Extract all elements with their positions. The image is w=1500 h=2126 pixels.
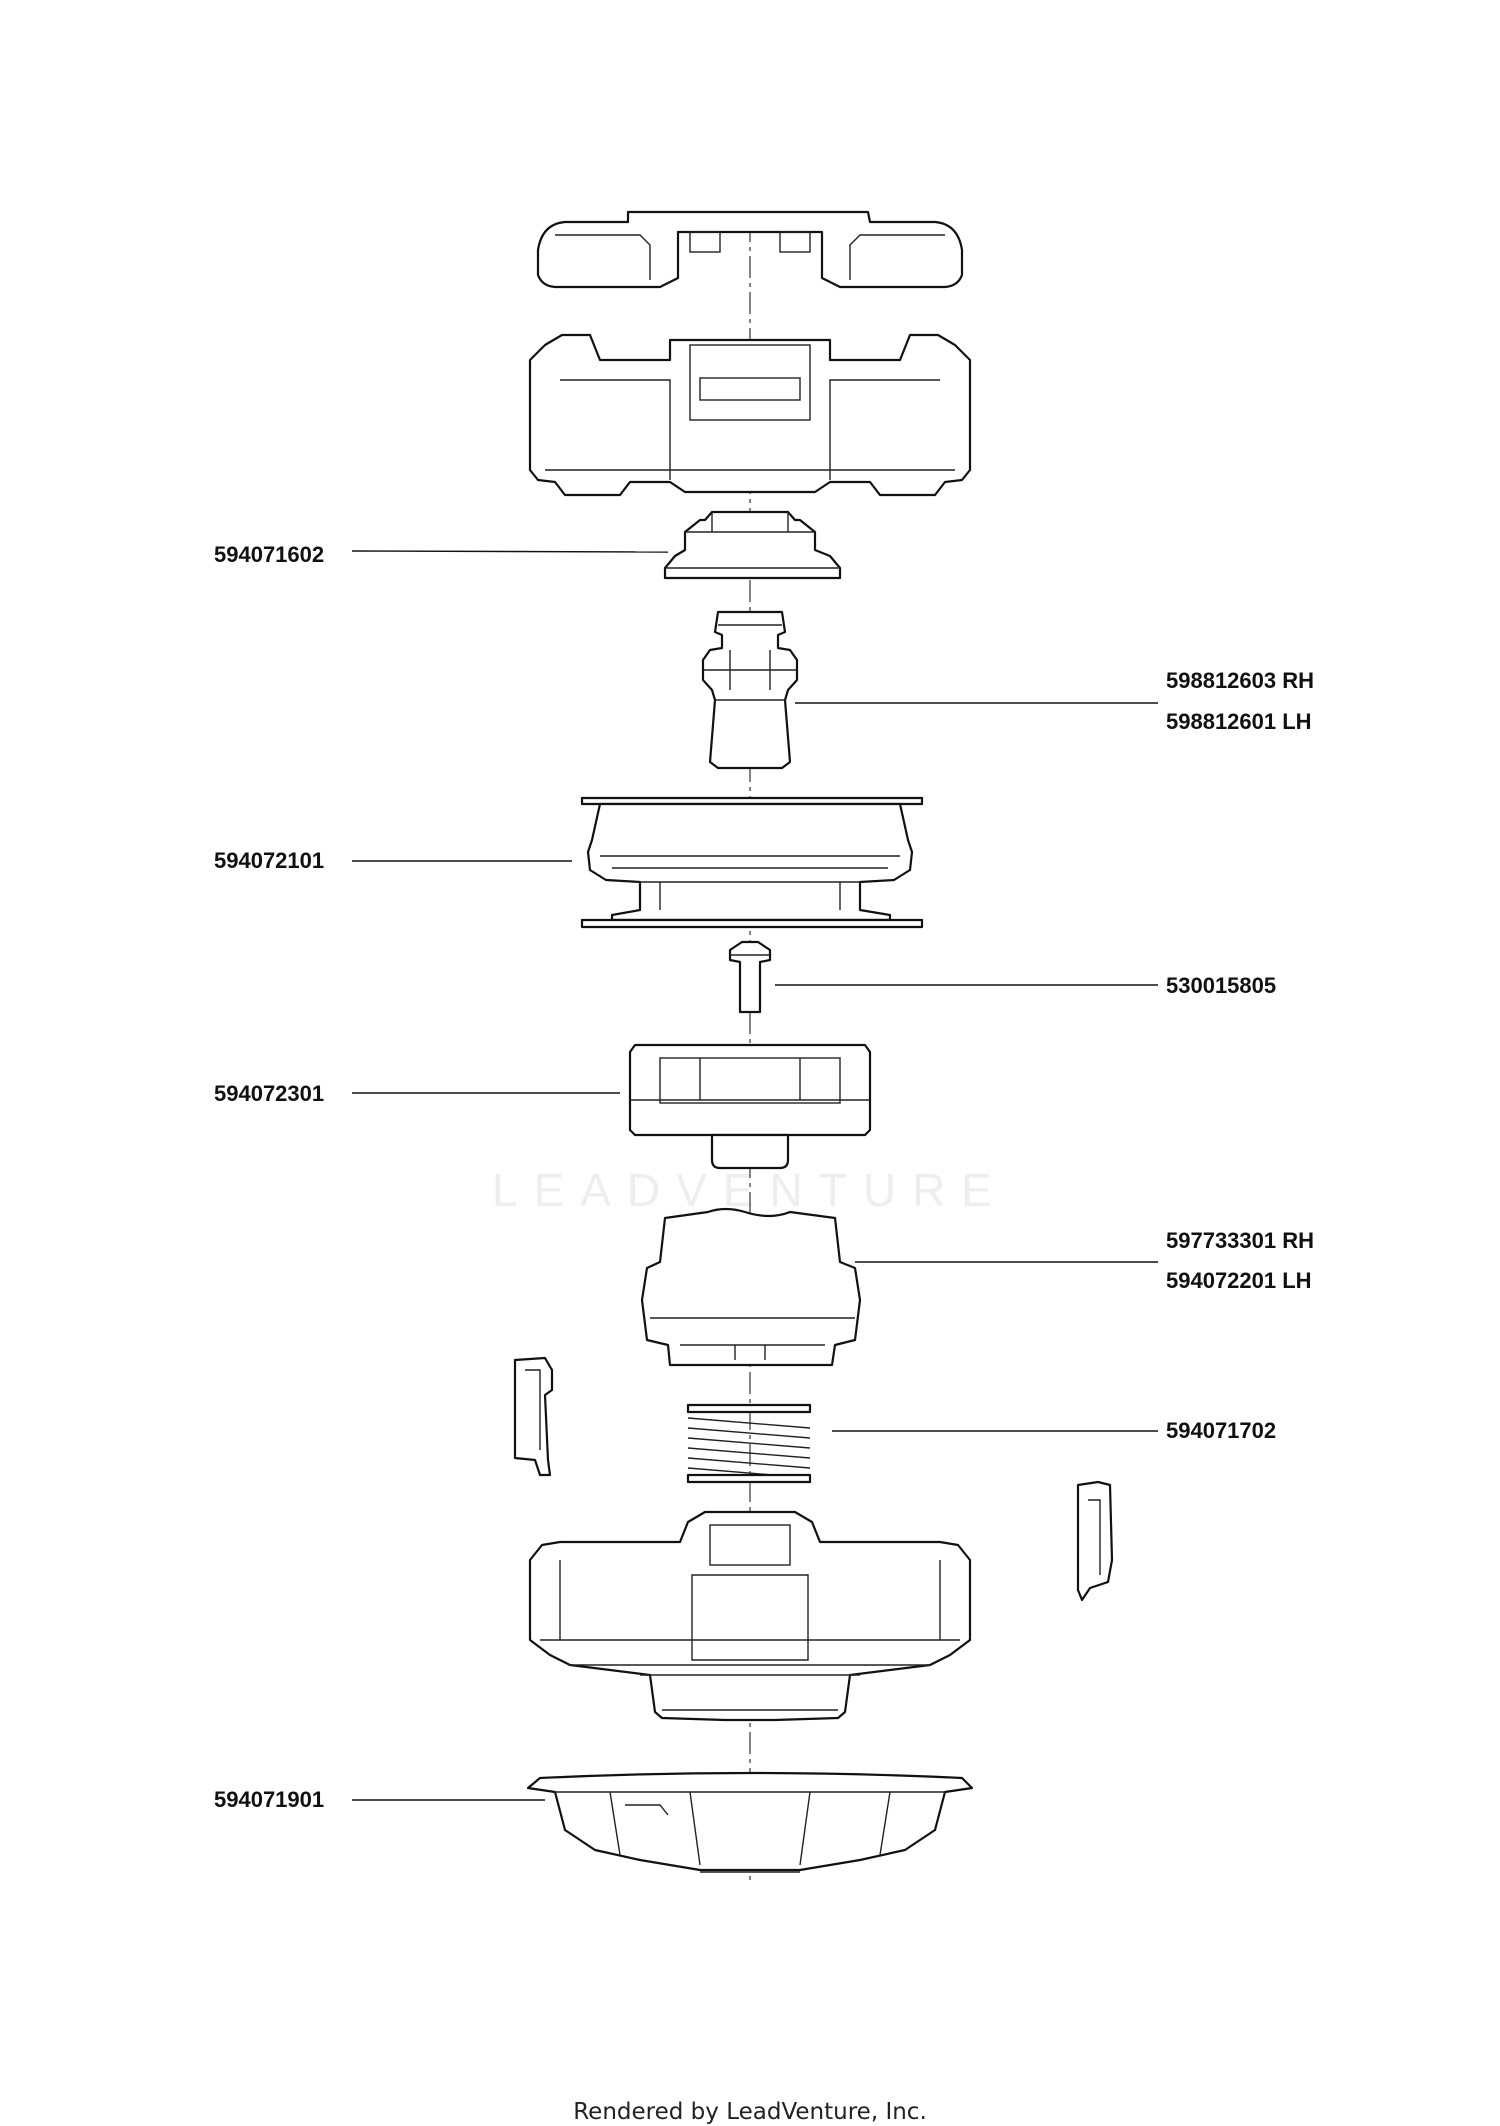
callout-598812603: 598812603 RH (1166, 668, 1315, 693)
part-594072101 (580, 796, 924, 929)
part-594071702 (686, 1403, 812, 1484)
part-lower-housing (528, 1510, 972, 1722)
footer-credit: Rendered by LeadVenture, Inc. (573, 2099, 927, 2125)
callout-594072201: 594072201 LH (1166, 1268, 1312, 1293)
callout-594072101: 594072101 (214, 848, 325, 873)
watermark-text: LEADVENTURE (492, 1164, 1008, 1216)
part-right-clip (1076, 1480, 1114, 1602)
part-upper-housing (528, 333, 972, 497)
callout-594071602: 594071602 (214, 542, 325, 567)
callout-530015805: 530015805 (1166, 973, 1277, 998)
callout-598812601: 598812601 LH (1166, 709, 1312, 734)
part-left-clip (513, 1356, 554, 1477)
part-597733301 (640, 1207, 862, 1367)
part-594071901 (526, 1771, 974, 1873)
part-594071602 (663, 510, 842, 580)
part-530015805 (728, 940, 772, 1014)
callout-597733301: 597733301 RH (1166, 1228, 1315, 1253)
callout-594071901: 594071901 (214, 1787, 325, 1812)
part-598812603 (701, 610, 799, 770)
callout-594071702: 594071702 (1166, 1418, 1277, 1443)
part-594072301 (628, 1043, 872, 1170)
callout-594072301: 594072301 (214, 1081, 325, 1106)
part-top-cap (536, 210, 964, 289)
leader-594071602 (351, 550, 669, 553)
